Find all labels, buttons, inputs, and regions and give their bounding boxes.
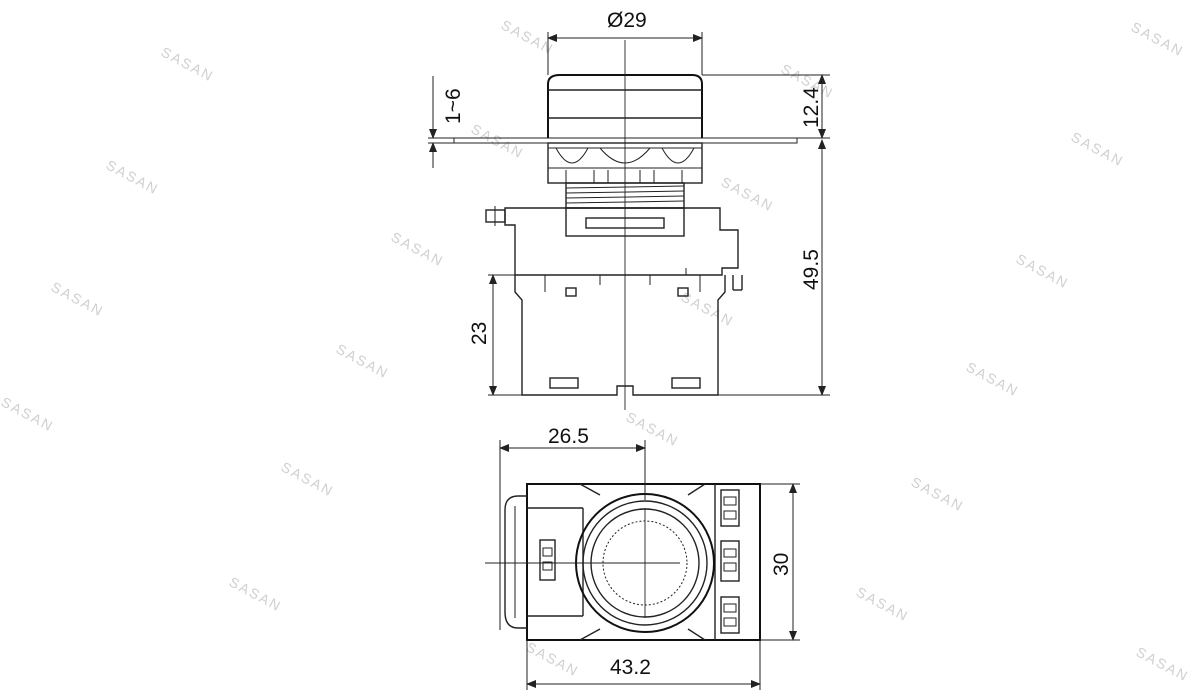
watermark: SASAN [159, 44, 217, 85]
side-view [453, 40, 798, 410]
watermark: SASAN [469, 121, 527, 162]
dim-bezel-diameter: Ø29 [607, 9, 647, 32]
watermark: SASAN [389, 229, 447, 270]
watermark: SASAN [524, 639, 582, 680]
watermark: SASAN [49, 279, 107, 320]
top-dimensions: 26.5 43.2 30 [499, 425, 800, 690]
top-view [485, 483, 761, 641]
watermark: SASAN [0, 394, 57, 435]
watermark: SASAN [909, 474, 967, 515]
terminals [539, 489, 740, 634]
left-clip [504, 495, 527, 629]
side-dimensions: Ø29 12.4 49.5 1~6 23 [428, 9, 830, 396]
body-outline [526, 483, 761, 641]
watermark: SASAN [104, 157, 162, 198]
watermark: SASAN [1069, 129, 1127, 170]
watermark: SASAN [719, 174, 777, 215]
watermark: SASAN [334, 341, 392, 382]
watermark: SASAN [227, 574, 285, 615]
dim-width-to-center: 26.5 [548, 425, 589, 448]
watermark: SASAN [624, 409, 682, 450]
dim-overall-depth: 30 [770, 553, 793, 576]
dim-panel-thickness: 1~6 [442, 88, 465, 124]
watermark: SASAN [279, 459, 337, 500]
watermark: SASAN [1134, 644, 1192, 685]
contact-block [514, 275, 743, 396]
watermark: SASAN [854, 584, 912, 625]
watermark: SASAN [964, 359, 1022, 400]
mounting-base [485, 206, 739, 276]
dim-head-height: 12.4 [800, 87, 823, 128]
watermark: SASAN [1014, 251, 1072, 292]
dim-total-height: 49.5 [800, 249, 823, 290]
dim-contact-block-height: 23 [468, 322, 491, 345]
watermark: SASAN [1129, 19, 1187, 60]
dim-overall-width: 43.2 [610, 656, 651, 679]
